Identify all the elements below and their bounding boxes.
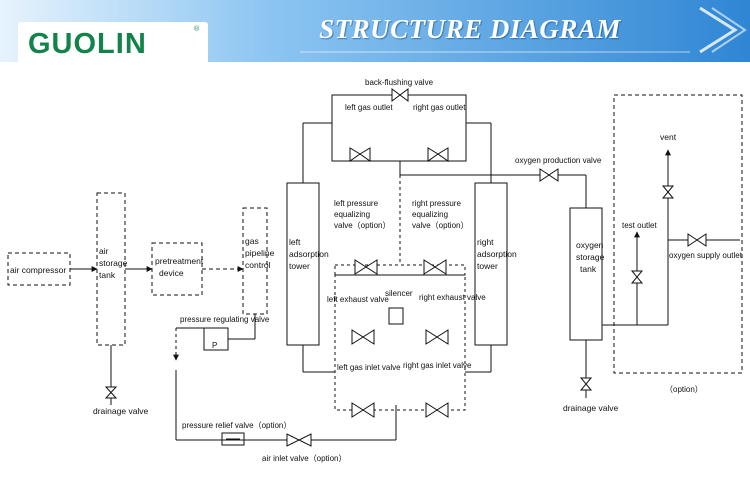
air-storage-tank-label-1: air (99, 246, 109, 256)
right-equalizing-label-1: right pressure (412, 199, 461, 208)
air-storage-tank-box (96, 192, 126, 346)
right-gas-outlet-label: right gas outlet (413, 103, 466, 112)
left-equalizing-label-3: valve（option） (334, 221, 390, 230)
right-inlet-valve-icon (425, 402, 449, 418)
right-equalizing-label-2: equalizing (412, 210, 448, 219)
left-gas-outlet-valve-icon (349, 147, 371, 162)
left-tower-label-3: tower (289, 261, 310, 271)
pretreatment-label-2: device (159, 268, 184, 278)
option-box (613, 94, 743, 374)
air-compressor-label: air compressor (10, 265, 66, 275)
silencer (388, 307, 404, 325)
oxygen-tank-label-3: tank (580, 264, 597, 274)
right-tower-label-2: adsorption (477, 249, 517, 259)
pressure-relief-valve (221, 432, 245, 446)
silencer-label: silencer (385, 289, 413, 298)
left-tower-label-1: left (289, 237, 301, 247)
gas-pipeline-label-3: control (245, 260, 271, 270)
drainage-valve-left-label: drainage valve (93, 406, 149, 416)
oxygen-supply-valve-icon (687, 233, 707, 247)
back-flushing-label: back-flushing valve (365, 78, 434, 87)
pressure-regulating-label: pressure regulating valve (180, 315, 270, 324)
left-tower-label-2: adsorption (289, 249, 329, 259)
lower-manifold (334, 274, 466, 411)
back-flushing-valve-icon (391, 88, 409, 102)
right-equalizing-label-3: valve（option） (412, 221, 468, 230)
air-inlet-label: air inlet valve（option） (262, 454, 346, 463)
oxygen-storage-tank (569, 207, 603, 341)
oxygen-tank-label-1: oxygen (576, 240, 604, 250)
air-storage-tank-label-2: storage (99, 258, 128, 268)
left-equalizing-label-1: left pressure (334, 199, 379, 208)
oxygen-production-valve-icon (539, 168, 559, 182)
equalizing-box (334, 264, 466, 276)
left-gas-outlet-label: left gas outlet (345, 103, 393, 112)
right-gas-outlet-valve-icon (427, 147, 449, 162)
test-outlet-valve-icon (630, 270, 644, 284)
page-title: STRUCTURE DIAGRAM (319, 14, 621, 44)
pretreatment-label-1: pretreatment (155, 256, 204, 266)
test-outlet-label: test outlet (622, 221, 657, 230)
regulator-mark: P (212, 341, 217, 350)
left-equalizing-valve-icon (354, 259, 378, 275)
left-exhaust-label: left exhaust valve (327, 295, 389, 304)
logo-box (18, 22, 208, 68)
drainage-valve-left-icon (104, 386, 118, 399)
right-inlet-label: right gas inlet valve (403, 361, 472, 370)
air-storage-tank-label-3: tank (99, 270, 116, 280)
oxygen-production-label: oxygen production valve (515, 156, 602, 165)
right-exhaust-valve-icon (425, 329, 449, 345)
oxygen-supply-label: oxygen supply outlet (669, 251, 743, 260)
drainage-valve-right-icon (579, 377, 593, 391)
drainage-valve-right-label: drainage valve (563, 403, 619, 413)
right-tower-label-1: right (477, 237, 494, 247)
brand-logo: GUOLIN (28, 28, 147, 60)
registered-mark: ® (194, 26, 200, 33)
left-exhaust-valve-icon (351, 329, 375, 345)
option-label: （option） (665, 385, 703, 394)
left-inlet-label: left gas inlet valve (337, 363, 401, 372)
left-equalizing-label-2: equalizing (334, 210, 370, 219)
vent-valve-icon (661, 185, 675, 199)
vent-label: vent (660, 132, 677, 142)
right-exhaust-label: right exhaust valve (419, 293, 486, 302)
oxygen-tank-label-2: storage (576, 252, 605, 262)
air-inlet-valve-icon (286, 433, 312, 447)
gas-pipeline-label-2: pipeline (245, 248, 275, 258)
gas-pipeline-label-1: gas (245, 236, 259, 246)
left-inlet-valve-icon (351, 402, 375, 418)
pressure-relief-label: pressure relief valve（option） (182, 421, 291, 430)
right-tower-label-3: tower (477, 261, 498, 271)
right-equalizing-valve-icon (423, 259, 447, 275)
header-banner: GUOLIN ® STRUCTURE DIAGRAM (0, 0, 750, 75)
